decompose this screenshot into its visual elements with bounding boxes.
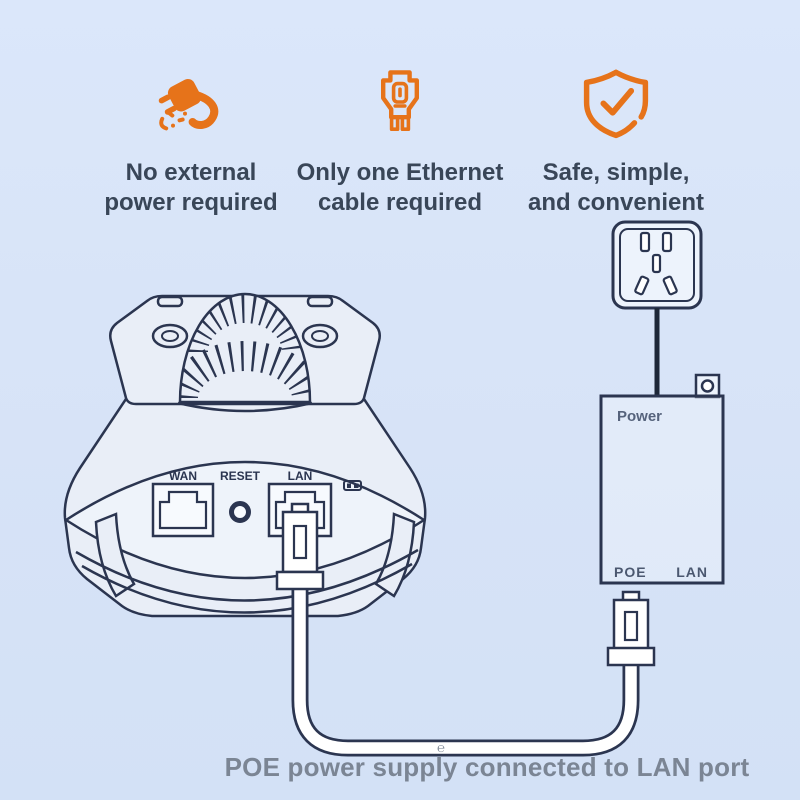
ethernet-cable-plug-icon — [360, 64, 440, 148]
wan-port-label: WAN — [169, 469, 197, 483]
feature-safe-simple: Safe, simple, and convenient — [486, 64, 746, 218]
bottom-caption-text: POE power supply connected to LAN port — [224, 752, 750, 782]
wireless-ap-device — [63, 292, 427, 618]
injector-lan-label: LAN — [676, 564, 708, 580]
ethernet-cable — [291, 586, 640, 757]
poe-injector: Power POE LAN — [599, 394, 725, 585]
injector-power-label: Power — [617, 408, 662, 425]
feature-caption-line: cable required — [317, 189, 483, 216]
caption-artifact-glyph: ℮ — [437, 740, 446, 755]
feature-no-external-power: No external power required — [61, 64, 321, 218]
reset-button-label: RESET — [220, 469, 261, 483]
screw-bump — [306, 295, 334, 308]
ground-tab — [694, 373, 721, 399]
feature-caption: No external power required — [104, 158, 277, 218]
bottom-rim — [75, 548, 419, 602]
dome-collar — [177, 401, 313, 413]
feature-caption-line: and convenient — [527, 189, 705, 216]
feature-caption-line: Only one Ethernet — [296, 159, 504, 186]
wan-port — [151, 482, 215, 538]
feature-caption: Only one Ethernet cable required — [297, 158, 504, 218]
feature-caption-line: Safe, simple, — [542, 159, 690, 186]
bottom-rim — [81, 562, 413, 614]
rj45-connector-injector — [606, 590, 656, 667]
injector-poe-label: POE — [614, 564, 647, 580]
mount-hole — [301, 323, 339, 349]
no-external-power-plug-icon — [151, 64, 231, 148]
feature-caption-line: No external — [125, 159, 257, 186]
power-outlet — [611, 220, 703, 310]
lan-port-label: LAN — [288, 469, 313, 483]
reset-button — [229, 501, 251, 523]
mount-hole-inner — [311, 330, 329, 342]
bottom-caption: POE power supply connected to LAN port ℮ — [150, 740, 800, 783]
mount-hole — [151, 323, 189, 349]
feature-caption: Safe, simple, and convenient — [528, 158, 704, 218]
feature-caption-line: power required — [104, 189, 278, 216]
mount-hole-inner — [161, 330, 179, 342]
screw-bump — [156, 295, 184, 308]
feature-one-ethernet-cable: Only one Ethernet cable required — [270, 64, 530, 218]
led-indicator — [343, 480, 362, 491]
outlet-slots — [634, 231, 678, 296]
right-foot-bracket — [374, 512, 416, 598]
shield-check-icon — [574, 64, 658, 148]
rj45-connector-device — [275, 502, 325, 591]
